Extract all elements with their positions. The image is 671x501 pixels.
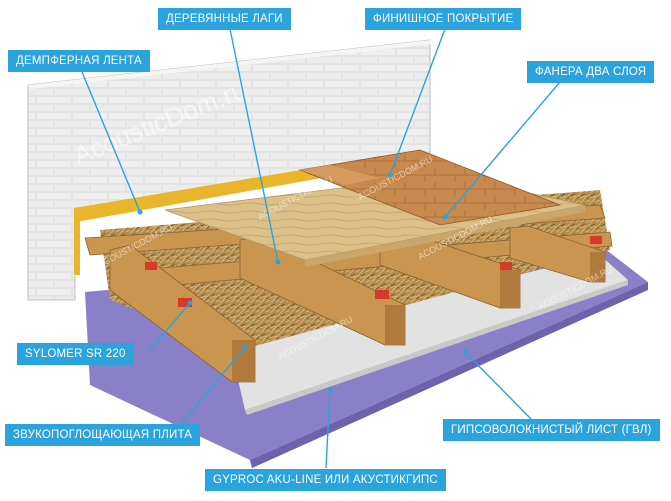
leader-plywood [444, 81, 561, 218]
leader-dot-sound-board [242, 344, 248, 350]
leader-sound-board [174, 346, 246, 433]
label-wood-joists: ДЕРЕВЯННЫЕ ЛАГИ [158, 8, 291, 30]
leader-dot-gyproc [327, 387, 333, 393]
leader-sylomer [147, 302, 191, 353]
leader-wood-joists [229, 28, 279, 263]
label-damper-tape: ДЕМПФЕРНАЯ ЛЕНТА [8, 50, 150, 72]
main-joists [109, 225, 606, 383]
parquet-finish [298, 149, 562, 226]
leader-dot-damper-tape [137, 209, 143, 215]
leader-damper-tape [81, 71, 141, 213]
label-sound-absorbing-board: ЗВУКОПОГЛОЩАЮЩАЯ ПЛИТА [5, 424, 201, 446]
leader-gvl [464, 351, 533, 421]
leader-dot-finish-coating [387, 172, 393, 178]
leader-dot-gvl [462, 349, 468, 355]
leader-finish-coating [389, 28, 446, 176]
leader-dot-wood-joists [275, 259, 281, 265]
gvl-sheet-layer [230, 255, 628, 415]
label-plywood-two-layers: ФАНЕРА ДВА СЛОЯ [527, 61, 655, 83]
label-gyproc: GYPROC AKU-LINE ИЛИ АКУСТИКГИПС [205, 469, 446, 491]
leader-dot-plywood [442, 214, 448, 220]
leader-dot-sylomer [187, 300, 193, 306]
label-finish-coating: ФИНИШНОЕ ПОКРЫТИЕ [365, 8, 522, 30]
label-sylomer: SYLOMER SR 220 [17, 343, 134, 365]
label-gypsum-fiber-sheet: ГИПСОВОЛОКНИСТЫЙ ЛИСТ (ГВЛ) [443, 419, 660, 441]
leader-gyproc [325, 389, 331, 469]
